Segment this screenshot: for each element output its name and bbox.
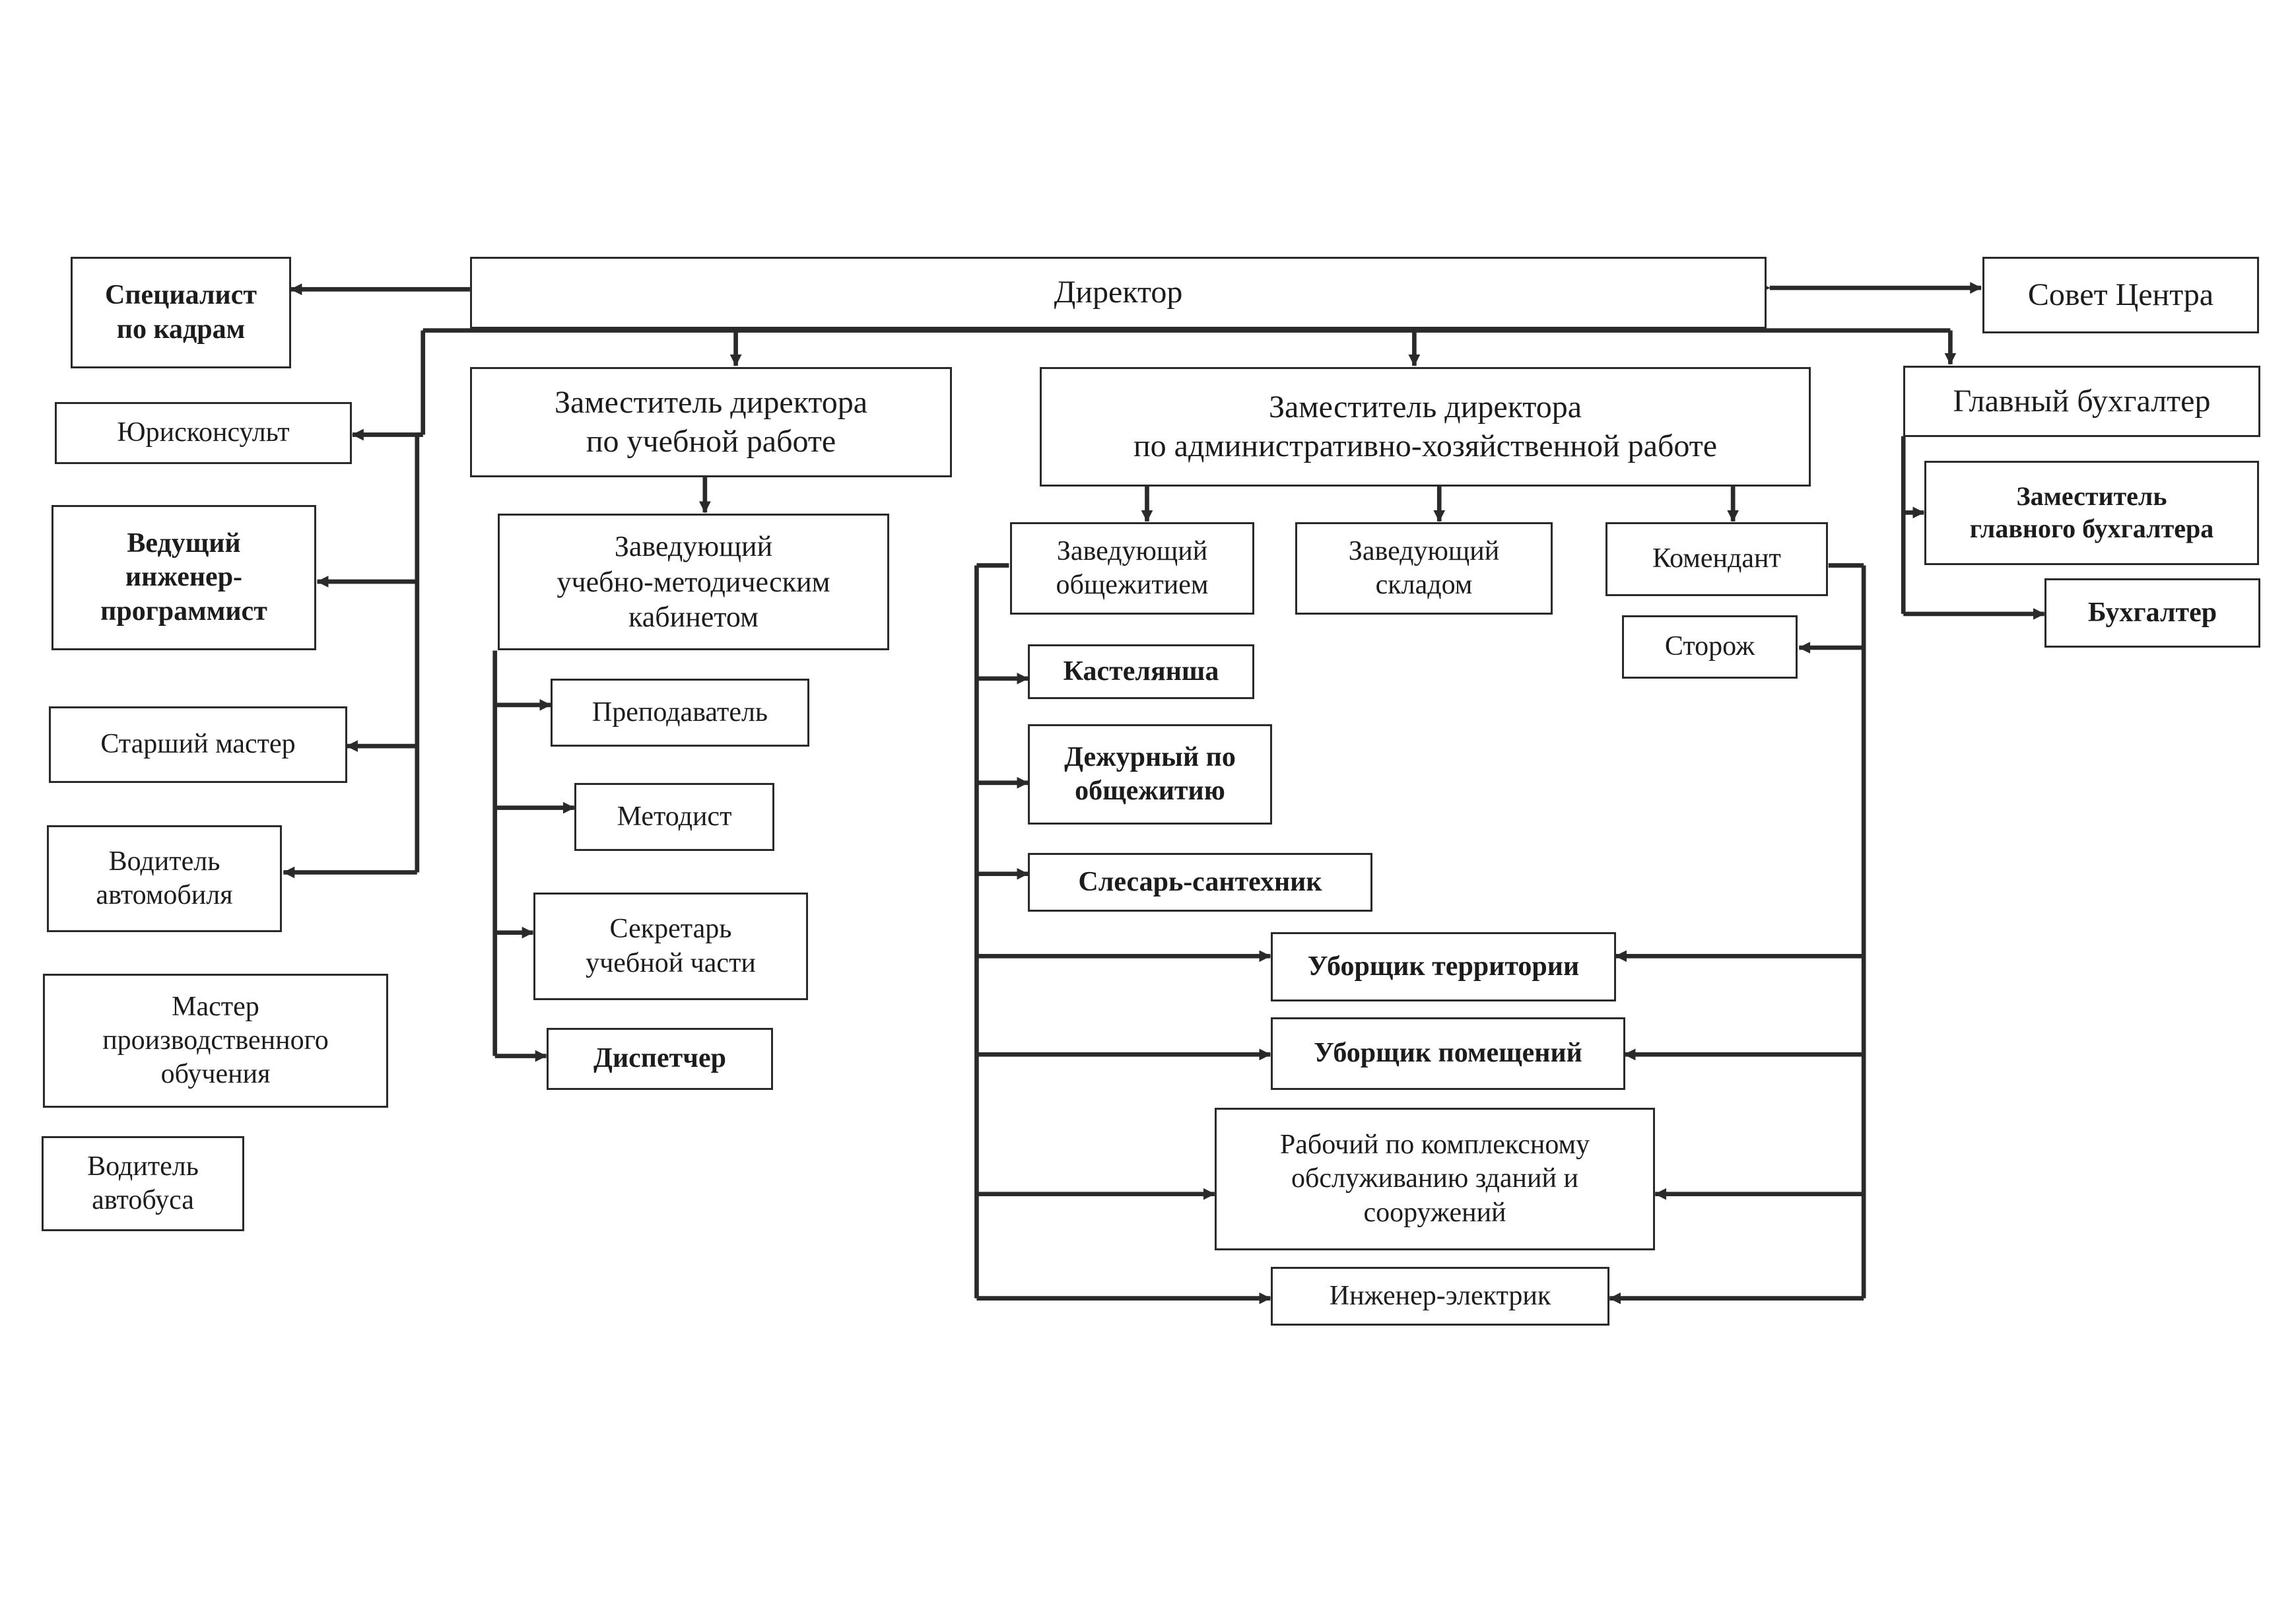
deputy-chief-accountant-box: Заместитель главного бухгалтера	[1924, 461, 2259, 565]
methodist-box: Методист	[574, 783, 774, 851]
head-methodical-office-box: Заведующий учебно-методическим кабинетом	[498, 514, 889, 650]
premises-cleaner-box: Уборщик помещений	[1271, 1017, 1625, 1090]
chief-accountant-box: Главный бухгалтер	[1903, 366, 2260, 437]
hr-specialist-box: Специалист по кадрам	[71, 257, 291, 368]
dispatcher-box: Диспетчер	[547, 1028, 773, 1090]
electrical-engineer-box: Инженер-электрик	[1271, 1267, 1609, 1326]
bus-driver-box: Водитель автобуса	[42, 1136, 244, 1231]
plumber-box: Слесарь-сантехник	[1028, 853, 1372, 912]
car-driver-box: Водитель автомобиля	[47, 825, 282, 932]
deputy-academic-box: Заместитель директора по учебной работе	[470, 367, 952, 477]
academic-secretary-box: Секретарь учебной части	[533, 893, 808, 1000]
dorm-attendant-box: Дежурный по общежитию	[1028, 724, 1272, 825]
lead-engineer-programmer-box: Ведущий инженер- программист	[51, 505, 316, 650]
head-dormitory-box: Заведующий общежитием	[1010, 522, 1254, 615]
maintenance-worker-box: Рабочий по комплексному обслуживанию зда…	[1215, 1108, 1655, 1250]
accountant-box: Бухгалтер	[2044, 578, 2260, 648]
senior-master-box: Старший мастер	[49, 706, 347, 783]
teacher-box: Преподаватель	[551, 679, 809, 747]
legal-advisor-box: Юрисконсульт	[55, 402, 352, 464]
head-warehouse-box: Заведующий складом	[1295, 522, 1553, 615]
director-box: Директор	[470, 257, 1767, 329]
commandant-box: Комендант	[1605, 522, 1828, 596]
production-master-box: Мастер производственного обучения	[43, 974, 388, 1108]
center-council-box: Совет Центра	[1982, 257, 2259, 333]
territory-cleaner-box: Уборщик территории	[1271, 932, 1616, 1001]
watchman-box: Сторож	[1622, 615, 1798, 679]
linen-keeper-box: Кастелянша	[1028, 644, 1254, 699]
deputy-admin-box: Заместитель директора по административно…	[1040, 367, 1811, 487]
